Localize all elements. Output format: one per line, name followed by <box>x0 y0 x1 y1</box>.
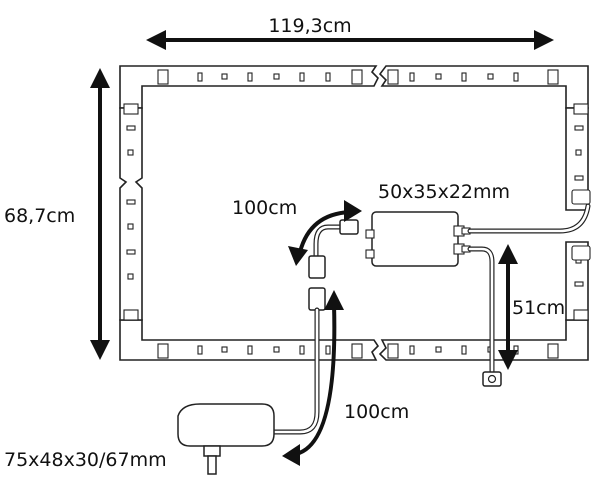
cable-length-top: 100cm <box>232 197 362 266</box>
power-cable <box>269 307 320 435</box>
cable-length-bottom: 100cm <box>282 290 409 466</box>
led-strip-frame <box>119 65 591 361</box>
width-dimension: 119,3cm <box>146 15 554 50</box>
controller-size-label: 50x35x22mm <box>378 181 510 203</box>
power-adapter: 75x48x30/67mm <box>4 403 275 475</box>
left-strip <box>119 107 143 321</box>
controller-box: 50x35x22mm <box>365 181 510 267</box>
height-label: 68,7cm <box>4 205 75 227</box>
bottom-strip-right <box>378 319 589 361</box>
cable-top-label: 100cm <box>232 197 297 219</box>
cable-right-label: 51cm <box>512 297 565 319</box>
cable-bottom-label: 100cm <box>344 401 409 423</box>
top-strip-right <box>378 65 589 109</box>
cable-length-right: 51cm <box>498 244 565 370</box>
width-label: 119,3cm <box>268 15 351 37</box>
adapter-size-label: 75x48x30/67mm <box>4 449 167 471</box>
height-dimension: 68,7cm <box>4 68 110 360</box>
bottom-strip-left <box>119 319 380 361</box>
